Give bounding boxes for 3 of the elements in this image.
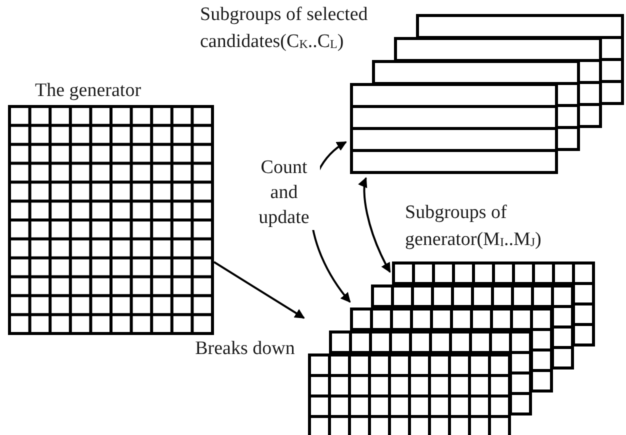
arrow (358, 177, 391, 273)
arrow (213, 261, 305, 319)
heading-text: The generator (35, 79, 142, 103)
